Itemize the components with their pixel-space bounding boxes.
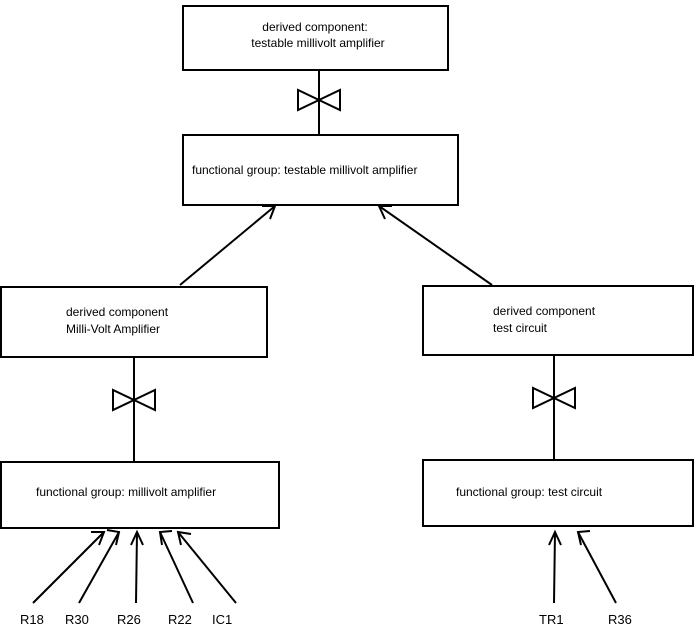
node-box[interactable] — [422, 459, 694, 527]
node-label-line1: functional group: testable millivolt amp… — [192, 163, 417, 177]
node-right-derived-component[interactable]: derived component test circuit — [422, 285, 694, 356]
bowtie-left-triangle — [532, 386, 557, 410]
arrow-leaf-r26 — [130, 529, 144, 604]
arrow-left-derived-to-top-functional — [179, 205, 277, 286]
arrow-shaft — [32, 531, 105, 604]
leaf-label-r18: R18 — [20, 612, 44, 627]
arrow-shaft — [179, 205, 276, 286]
connector-top-derived-to-top-functional — [297, 70, 341, 135]
arrow-head — [576, 530, 591, 546]
node-box[interactable] — [0, 461, 280, 529]
arrow-head — [176, 530, 192, 546]
arrow-shaft — [78, 531, 120, 604]
leaf-label-ic1: IC1 — [212, 612, 232, 627]
leaf-label-r30: R30 — [65, 612, 89, 627]
arrow-head — [158, 530, 173, 546]
node-label-line2: test circuit — [493, 321, 548, 335]
arrow-leaf-r22 — [158, 530, 194, 604]
node-label-line1: functional group: millivolt amplifier — [36, 485, 216, 499]
bowtie-realization-icon — [112, 388, 156, 412]
arrow-head — [130, 529, 144, 546]
bowtie-right-triangle — [316, 88, 341, 112]
arrow-shaft — [553, 531, 556, 604]
leaf-label-tr1: TR1 — [539, 612, 564, 627]
bowtie-left-triangle — [297, 88, 322, 112]
arrow-head — [91, 531, 106, 546]
arrow-head — [262, 205, 277, 220]
node-label-line2: Milli-Volt Amplifier — [66, 322, 160, 336]
bowtie-realization-icon — [532, 386, 576, 410]
arrow-head — [106, 529, 121, 546]
arrow-leaf-r18 — [32, 531, 106, 604]
arrow-shaft — [378, 205, 493, 286]
node-top-functional-group[interactable]: functional group: testable millivolt amp… — [182, 134, 459, 206]
bowtie-realization-icon — [297, 88, 341, 112]
leaf-label-r26: R26 — [117, 612, 141, 627]
arrow-head — [377, 205, 392, 220]
node-label-line1: functional group: test circuit — [456, 485, 603, 499]
arrow-shaft — [159, 531, 194, 604]
leaf-label-r36: R36 — [608, 612, 632, 627]
connector-left-derived-to-left-functional — [112, 357, 156, 462]
node-box[interactable] — [0, 286, 268, 358]
node-top-derived-component[interactable]: derived component: testable millivolt am… — [182, 5, 449, 71]
node-label-line1: derived component: — [262, 20, 367, 34]
node-label-line1: derived component — [493, 304, 596, 318]
arrow-head — [548, 529, 562, 546]
connector-right-derived-to-right-functional — [532, 355, 576, 462]
arrow-shaft — [577, 531, 617, 604]
leaf-label-r22: R22 — [168, 612, 192, 627]
node-label-line1: derived component — [66, 305, 169, 319]
bowtie-left-triangle — [112, 388, 137, 412]
node-label-line2: testable millivolt amplifier — [251, 36, 384, 50]
arrow-leaf-r30 — [78, 529, 121, 604]
node-box[interactable] — [182, 5, 449, 71]
arrow-leaf-r36 — [576, 530, 617, 604]
node-left-functional-group[interactable]: functional group: millivolt amplifier — [0, 461, 280, 529]
bowtie-right-triangle — [131, 388, 156, 412]
arrow-leaf-tr1 — [548, 529, 562, 604]
node-box[interactable] — [182, 134, 459, 206]
bowtie-right-triangle — [551, 386, 576, 410]
node-box[interactable] — [422, 285, 694, 356]
arrow-shaft — [177, 531, 237, 604]
arrow-right-derived-to-top-functional — [377, 205, 493, 286]
node-left-derived-component[interactable]: derived component Milli-Volt Amplifier — [0, 286, 268, 358]
node-right-functional-group[interactable]: functional group: test circuit — [422, 459, 694, 527]
arrow-shaft — [135, 531, 138, 604]
arrow-leaf-ic1 — [176, 530, 237, 604]
